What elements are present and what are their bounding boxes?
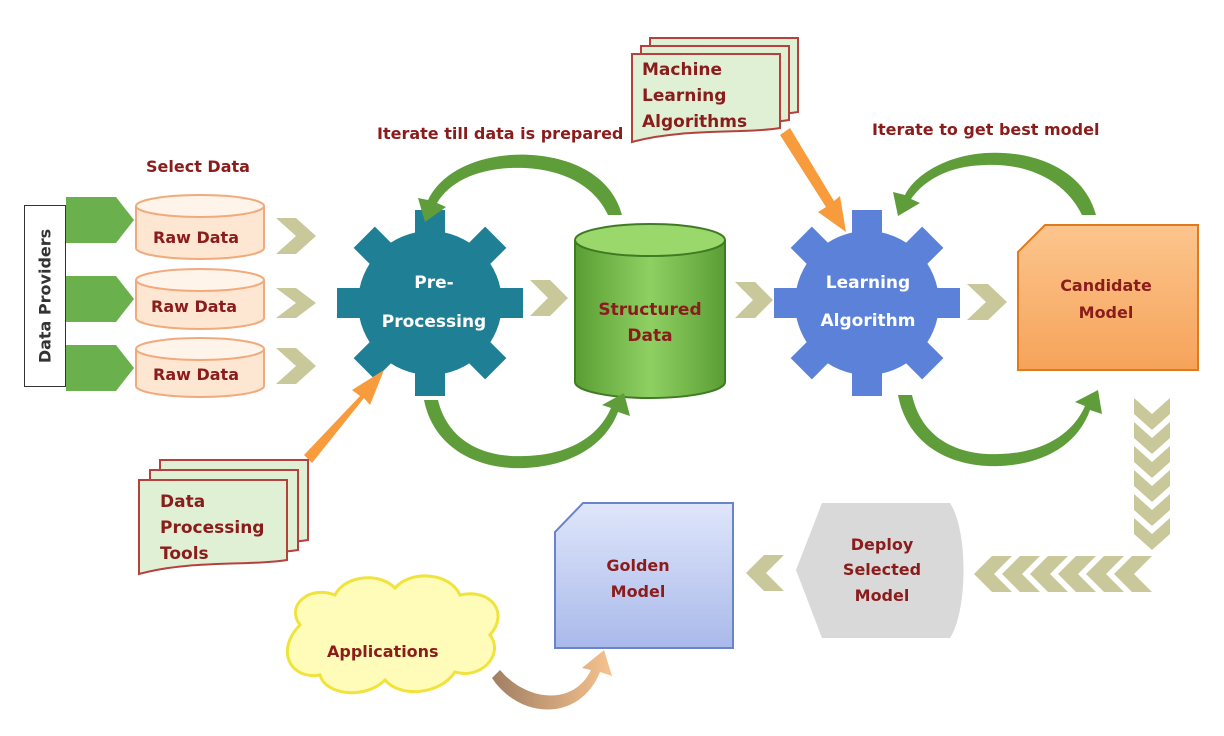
- data-tools-label-line2: Processing: [160, 518, 265, 538]
- applications-arrow: [492, 650, 612, 710]
- structured-data-label-line1: Structured: [598, 300, 702, 320]
- provider-arrows: [66, 197, 134, 391]
- chevrons-raw-to-pre: [276, 218, 1007, 384]
- ml-algorithms-label-line1: Machine: [642, 60, 723, 80]
- preprocessing-label-line2: Processing: [381, 312, 487, 332]
- deploy-label-line1: Deploy: [850, 535, 914, 554]
- preprocessing-label-line1: Pre-: [414, 273, 454, 293]
- ml-algorithms-doc-stack: [631, 37, 799, 144]
- chevrons-left: [746, 555, 1152, 592]
- raw-data-cylinders: [135, 194, 265, 398]
- applications-label: Applications: [327, 642, 439, 661]
- iterate-loop-prep: [418, 154, 630, 469]
- learning-algorithm-label-line1: Learning: [825, 273, 911, 293]
- deploy-label-line3: Model: [854, 586, 910, 605]
- candidate-model-shape: [1017, 224, 1199, 371]
- iterate-prep-label: Iterate till data is prepared: [377, 124, 624, 143]
- learning-algorithm-gear: [774, 210, 960, 396]
- golden-model-shape: [554, 502, 734, 649]
- applications-cloud: [286, 574, 500, 695]
- raw-data-label-1: Raw Data: [153, 228, 239, 247]
- data-tools-label-line3: Tools: [160, 544, 209, 564]
- chevrons-down: [1134, 398, 1170, 550]
- candidate-model-label-line1: Candidate: [1060, 276, 1152, 295]
- orange-arrows: [304, 128, 846, 463]
- data-providers-box: Data Providers: [24, 205, 66, 387]
- learning-algorithm-label-line2: Algorithm: [820, 311, 916, 331]
- data-providers-label: Data Providers: [35, 228, 55, 364]
- deploy-label-line2: Selected: [842, 560, 922, 579]
- ml-algorithms-label-line3: Algorithms: [642, 112, 748, 132]
- iterate-model-label: Iterate to get best model: [872, 120, 1100, 139]
- raw-data-label-3: Raw Data: [153, 365, 239, 384]
- raw-data-label-2: Raw Data: [151, 297, 237, 316]
- structured-data-cylinder: [574, 223, 726, 399]
- golden-model-label-line2: Model: [610, 582, 666, 601]
- iterate-loop-model: [893, 152, 1102, 467]
- ml-algorithms-label-line2: Learning: [642, 86, 727, 106]
- deploy-shape: [796, 503, 964, 638]
- data-tools-doc-stack: [138, 459, 309, 576]
- golden-model-label-line1: Golden: [606, 556, 670, 575]
- select-data-label: Select Data: [146, 157, 250, 176]
- structured-data-label-line2: Data: [627, 326, 673, 346]
- candidate-model-label-line2: Model: [1078, 303, 1134, 322]
- preprocessing-gear: [337, 210, 523, 396]
- data-tools-label-line1: Data: [160, 492, 206, 512]
